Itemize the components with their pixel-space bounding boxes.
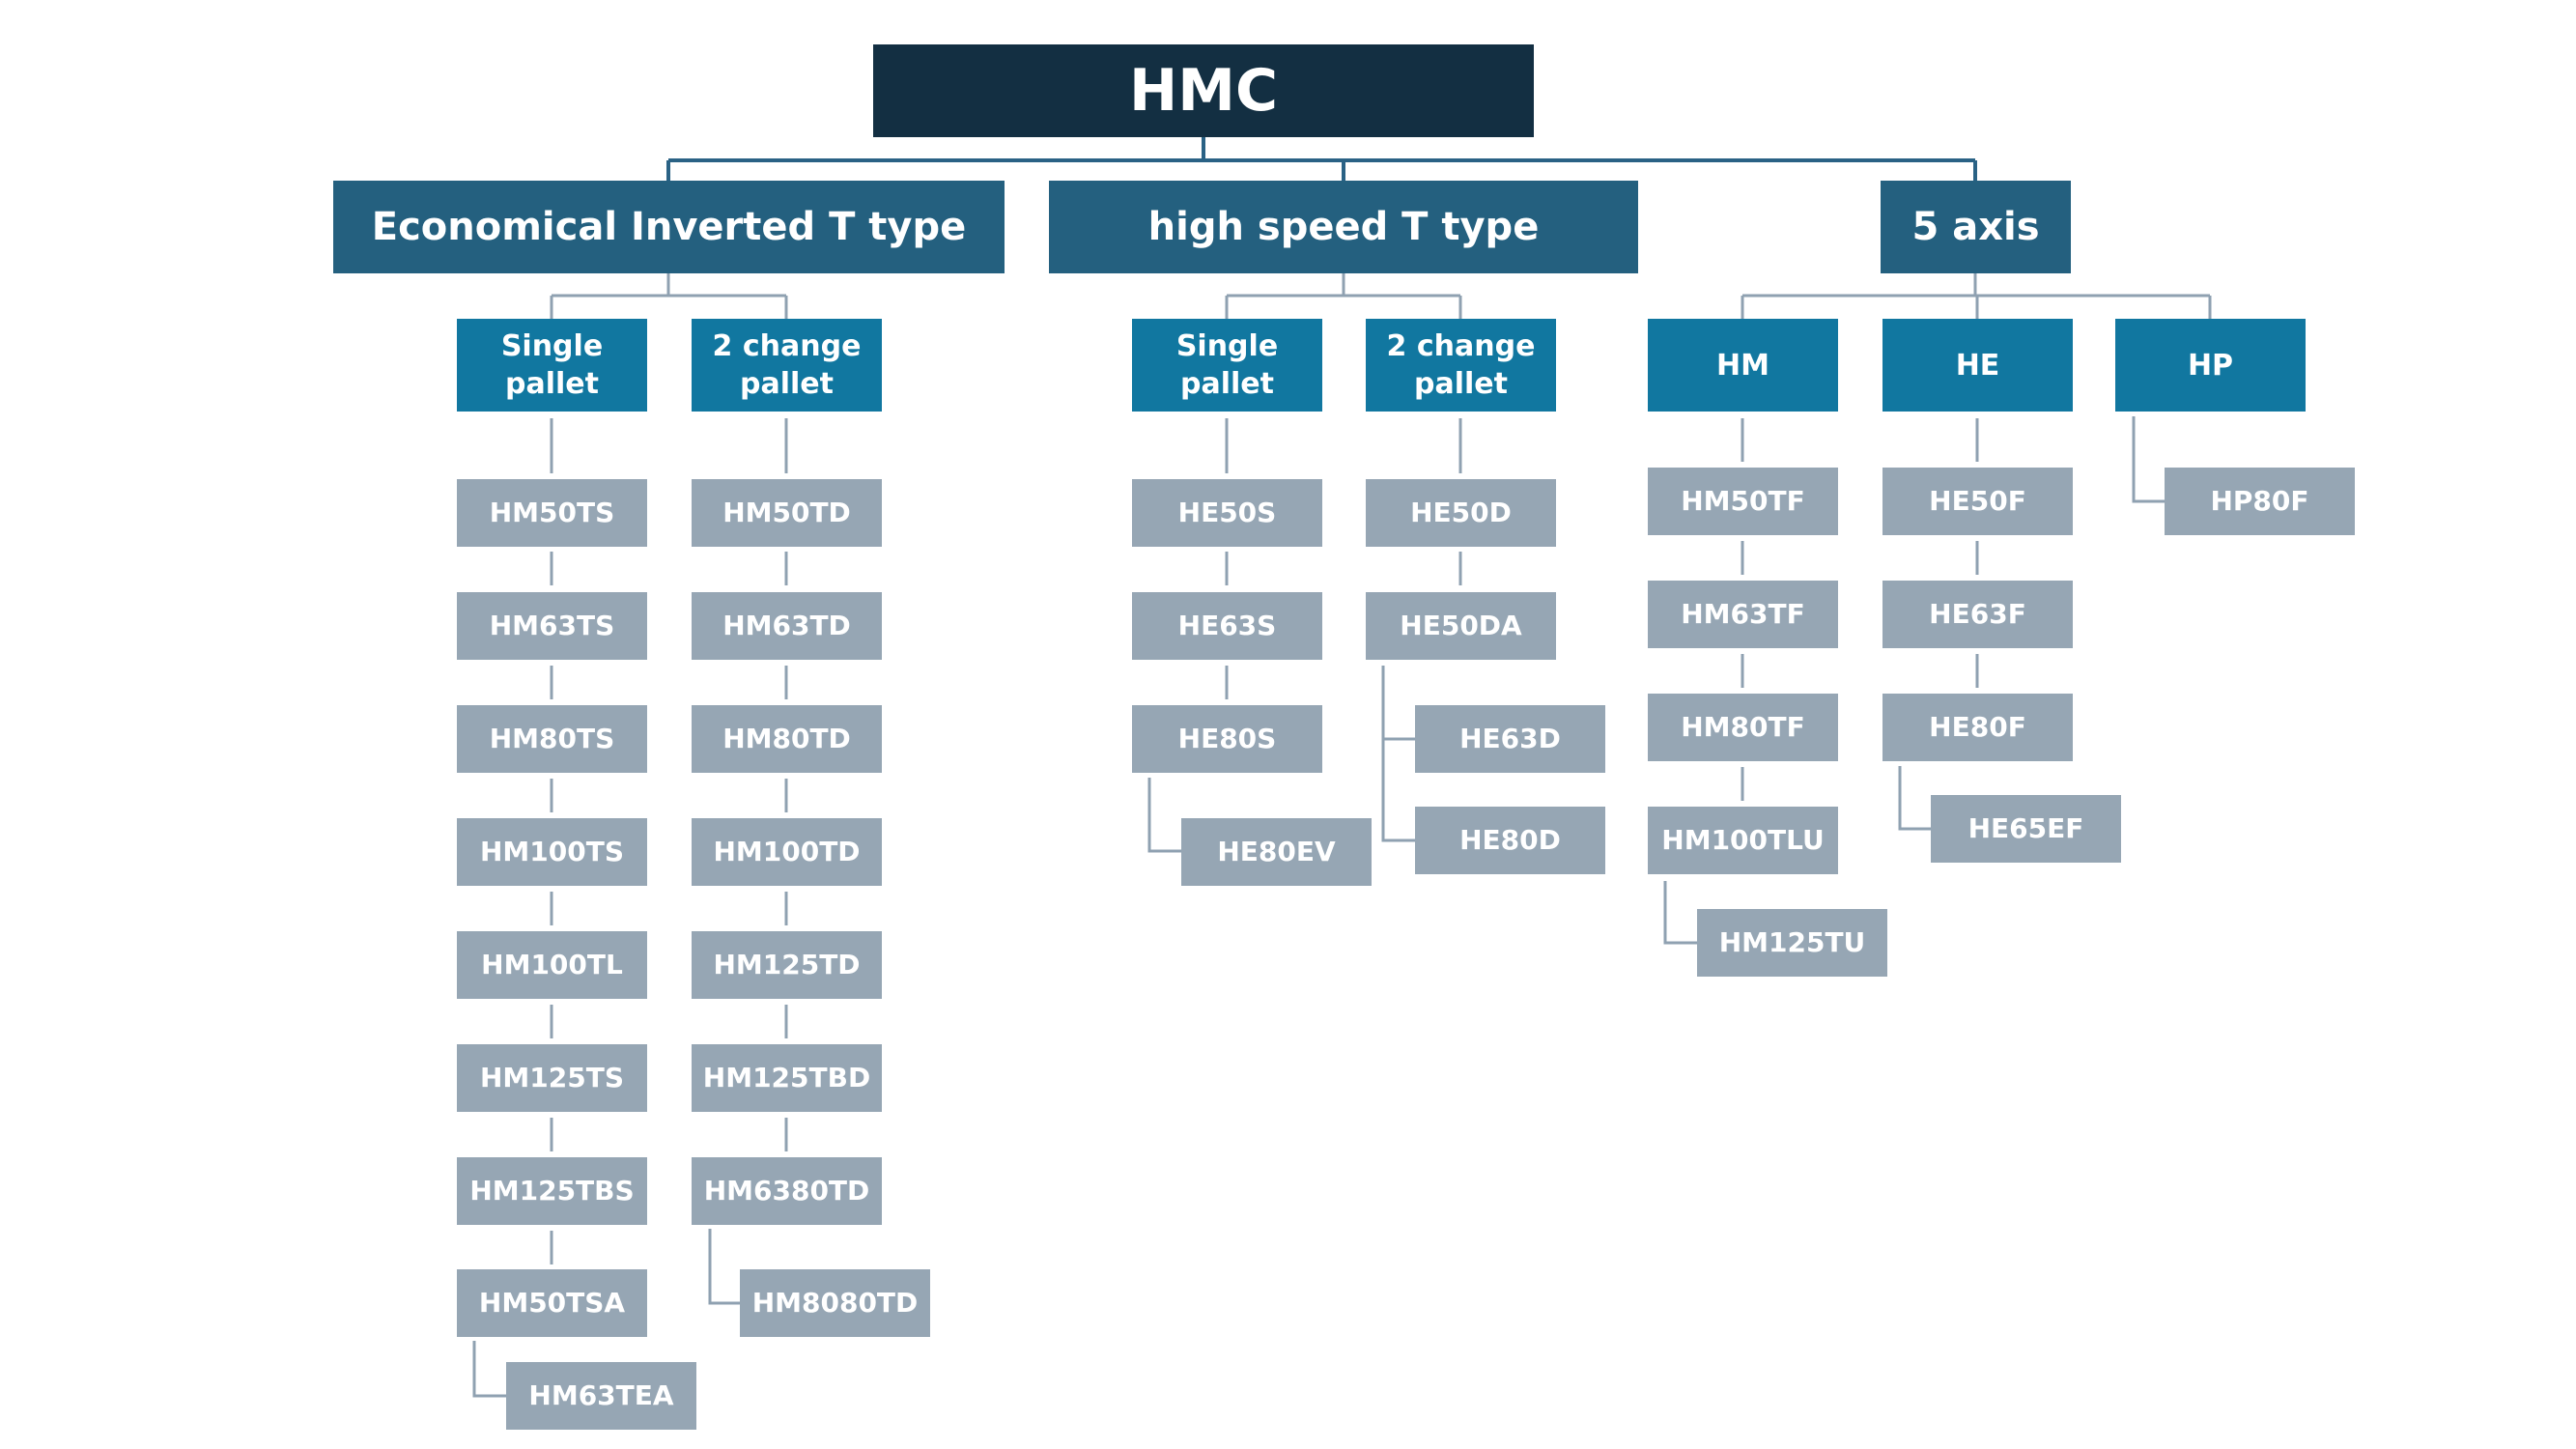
connector-branch	[1381, 666, 1415, 741]
model-box: HE50F	[1882, 468, 2073, 535]
category-economical-inverted-t-type: Economical Inverted T type	[333, 181, 1005, 273]
econ-single-pallet: Single pallet	[457, 319, 647, 412]
model-box: HM63TS	[457, 592, 647, 660]
category-high-speed-t-type: high speed T type	[1049, 181, 1638, 273]
category-5-axis: 5 axis	[1881, 181, 2071, 273]
model-box: HE50D	[1366, 479, 1556, 547]
model-box: HE50DA	[1366, 592, 1556, 660]
connector-branch	[708, 1229, 740, 1305]
model-box-branch: HM125TU	[1697, 909, 1887, 977]
model-box: HE80F	[1882, 694, 2073, 761]
model-box: HM80TD	[692, 705, 882, 773]
econ-2-change-pallet: 2 change pallet	[692, 319, 882, 412]
model-box-branch: HM63TEA	[506, 1362, 696, 1430]
model-box: HE63S	[1132, 592, 1322, 660]
model-box-branch: HP80F	[2165, 468, 2355, 535]
model-box: HM125TD	[692, 931, 882, 999]
speed-2-change-pallet: 2 change pallet	[1366, 319, 1556, 412]
model-box: HM125TS	[457, 1044, 647, 1112]
model-box-branch: HM8080TD	[740, 1269, 930, 1337]
connector-branch	[1381, 739, 1415, 842]
axis5-hp: HP	[2115, 319, 2306, 412]
model-box: HM63TF	[1648, 581, 1838, 648]
root-node-hmc: HMC	[873, 44, 1534, 137]
connector-branch	[1898, 766, 1931, 831]
axis5-he: HE	[1882, 319, 2073, 412]
connector-branch	[472, 1341, 506, 1398]
model-box: HM100TLU	[1648, 807, 1838, 874]
model-box-branch: HE80D	[1415, 807, 1605, 874]
model-box: HM50TSA	[457, 1269, 647, 1337]
axis5-hm: HM	[1648, 319, 1838, 412]
model-box: HE63F	[1882, 581, 2073, 648]
model-box-branch: HE80EV	[1181, 818, 1372, 886]
model-box: HM50TD	[692, 479, 882, 547]
model-box: HM100TD	[692, 818, 882, 886]
model-box: HM125TBS	[457, 1157, 647, 1225]
model-box: HM80TF	[1648, 694, 1838, 761]
model-box: HM63TD	[692, 592, 882, 660]
model-box: HM100TL	[457, 931, 647, 999]
model-box: HE80S	[1132, 705, 1322, 773]
model-box-branch: HE65EF	[1931, 795, 2121, 863]
connector-branch	[1663, 881, 1697, 945]
model-box: HM80TS	[457, 705, 647, 773]
model-box: HM100TS	[457, 818, 647, 886]
connector-branch	[2132, 416, 2165, 503]
connector-branch	[1147, 778, 1181, 853]
speed-single-pallet: Single pallet	[1132, 319, 1322, 412]
model-box: HM125TBD	[692, 1044, 882, 1112]
model-box: HM50TF	[1648, 468, 1838, 535]
model-box-branch: HE63D	[1415, 705, 1605, 773]
model-box: HM6380TD	[692, 1157, 882, 1225]
model-box: HE50S	[1132, 479, 1322, 547]
model-box: HM50TS	[457, 479, 647, 547]
